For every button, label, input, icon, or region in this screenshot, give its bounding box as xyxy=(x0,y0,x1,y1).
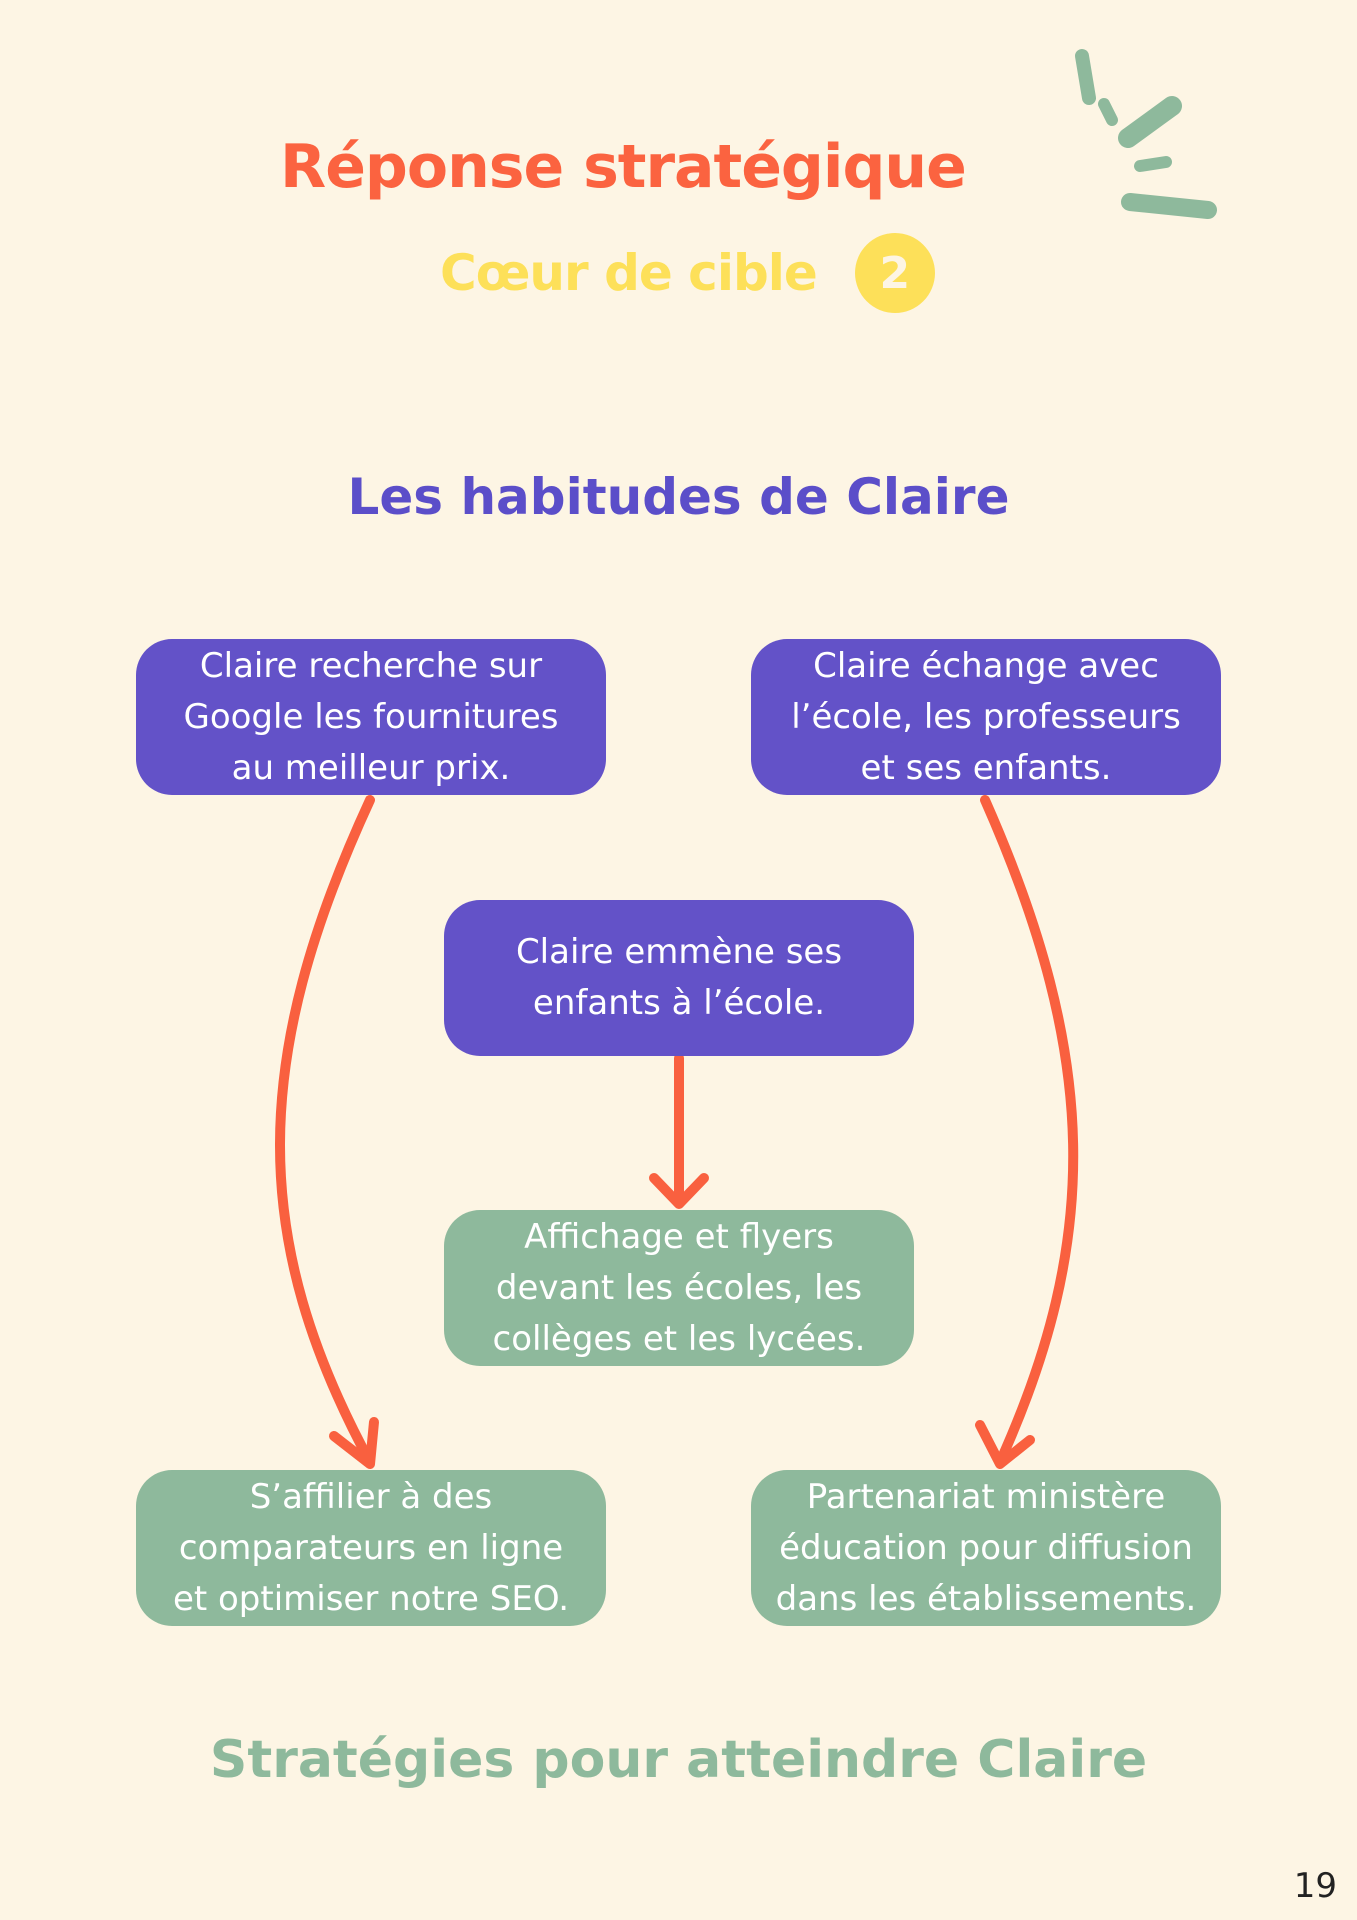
habit-text-school: Claire emmène ses enfants à l’école. xyxy=(515,932,843,1023)
page-subtitle: Cœur de cible xyxy=(440,244,818,302)
habit-box-school: Claire emmène ses enfants à l’école. xyxy=(444,900,914,1056)
page-number: 19 xyxy=(1293,1866,1337,1906)
arrow-right xyxy=(980,795,1079,1467)
strategy-box-partnership: Partenariat ministère éducation pour dif… xyxy=(751,1470,1221,1626)
habit-text-google: Claire recherche sur Google les fournitu… xyxy=(183,645,559,788)
strategy-box-seo: S’affilier à des comparateurs en ligne e… xyxy=(136,1470,606,1626)
strategy-text-seo: S’affilier à des comparateurs en ligne e… xyxy=(172,1476,570,1619)
strategies-title: Stratégies pour atteindre Claire xyxy=(209,1730,1148,1790)
page-title: Réponse stratégique xyxy=(280,132,967,202)
strategy-box-flyers: Affichage et flyers devant les écoles, l… xyxy=(444,1210,914,1366)
arrowhead-left xyxy=(329,1417,379,1469)
number-badge: 2 xyxy=(854,233,935,313)
arrowhead-center xyxy=(649,1173,709,1209)
habits-title: Les habitudes de Claire xyxy=(347,468,1010,526)
habit-box-google: Claire recherche sur Google les fournitu… xyxy=(136,639,606,795)
strategy-text-flyers: Affichage et flyers devant les écoles, l… xyxy=(492,1216,866,1359)
subtitle-row: Cœur de cible 2 xyxy=(440,232,935,314)
habit-box-exchange: Claire échange avec l’école, les profess… xyxy=(751,639,1221,795)
arrowhead-right xyxy=(975,1420,1035,1469)
strategy-text-partnership: Partenariat ministère éducation pour dif… xyxy=(775,1476,1197,1619)
arrow-left xyxy=(275,795,375,1467)
habit-text-exchange: Claire échange avec l’école, les profess… xyxy=(791,645,1181,788)
